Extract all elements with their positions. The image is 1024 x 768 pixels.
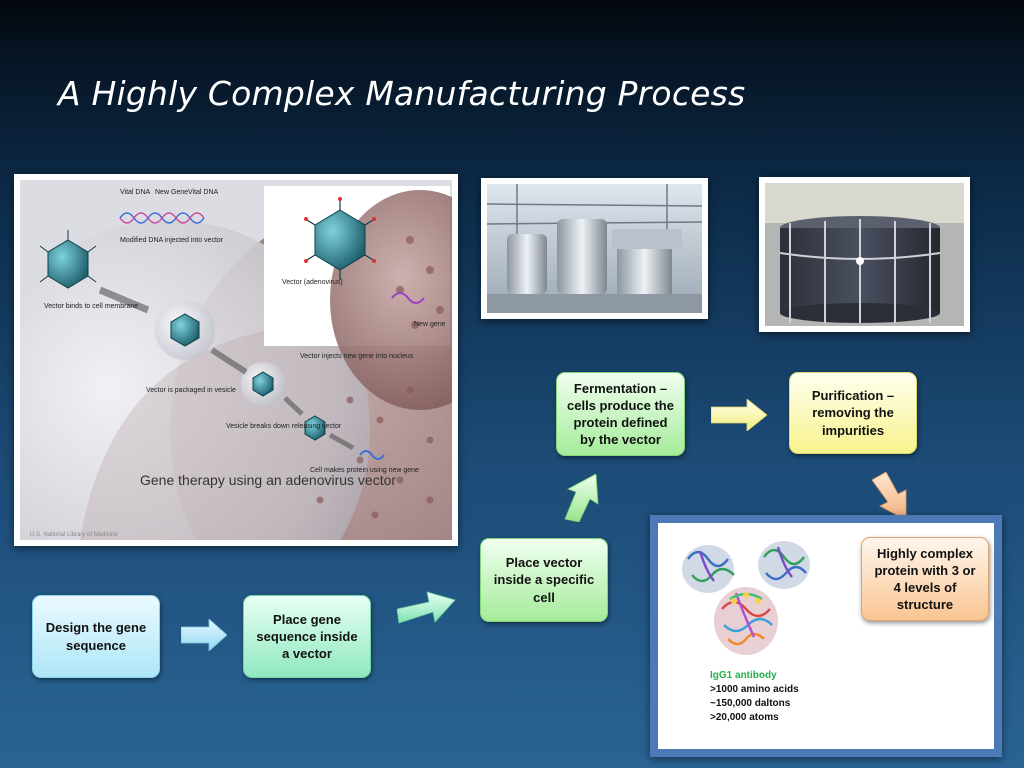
step-place-vector: Place vector inside a specific cell: [480, 538, 608, 622]
antibody-daltons: ~150,000 daltons: [710, 698, 791, 709]
label-new-gene-small: New gene: [414, 321, 446, 328]
step-purification: Purification – removing the impurities: [789, 372, 917, 454]
label-vital-dna-left: Vital DNA: [120, 189, 151, 196]
antibody-atoms: >20,000 atoms: [710, 712, 779, 723]
label-modified-dna: Modified DNA injected into vector: [120, 237, 224, 244]
fermentation-plant-photo: [481, 178, 708, 319]
slide-title: A Highly Complex Manufacturing Process: [58, 74, 746, 113]
antibody-info: IgG1 antibody >1000 amino acids ~150,000…: [710, 669, 799, 725]
arrow-gene-to-vector: [397, 591, 456, 624]
label-vital-dna-right: Vital DNA: [188, 189, 219, 196]
arrow-fermentation-to-purification: [711, 399, 767, 431]
antibody-name: IgG1 antibody: [710, 670, 777, 681]
step-place-gene: Place gene sequence inside a vector: [243, 595, 371, 678]
step-design-gene: Design the gene sequence: [32, 595, 160, 678]
antibody-amino-acids: >1000 amino acids: [710, 684, 799, 695]
step-fermentation: Fermentation – cells produce the protein…: [556, 372, 685, 456]
figure-caption: Gene therapy using an adenovirus vector: [140, 472, 396, 488]
arrow-vector-to-fermentation: [564, 474, 599, 522]
purification-vessel-photo: [759, 177, 970, 332]
label-vector-binds: Vector binds to cell membrane: [44, 303, 138, 310]
label-vesicle-breaks: Vesicle breaks down releasing vector: [226, 423, 342, 430]
label-vector-adenovirus: Vector (adenovirus): [282, 279, 343, 286]
igg-antibody-structure-image: [682, 541, 810, 655]
gene-therapy-figure: Vital DNA New Gene Vital DNA Modified DN…: [14, 174, 458, 546]
arrow-purification-to-complex: [872, 472, 907, 520]
figure-credit: U.S. National Library of Medicine: [30, 532, 118, 538]
arrow-design-to-gene: [181, 619, 227, 651]
label-vector-injects: Vector injects new gene into nucleus: [300, 353, 414, 360]
label-new-gene: New Gene: [155, 189, 188, 196]
label-vector-packaged: Vector is packaged in vesicle: [146, 387, 236, 394]
label-cell-makes: Cell makes protein using new gene: [310, 467, 419, 474]
step-complex-protein: Highly complex protein with 3 or 4 level…: [861, 537, 989, 621]
